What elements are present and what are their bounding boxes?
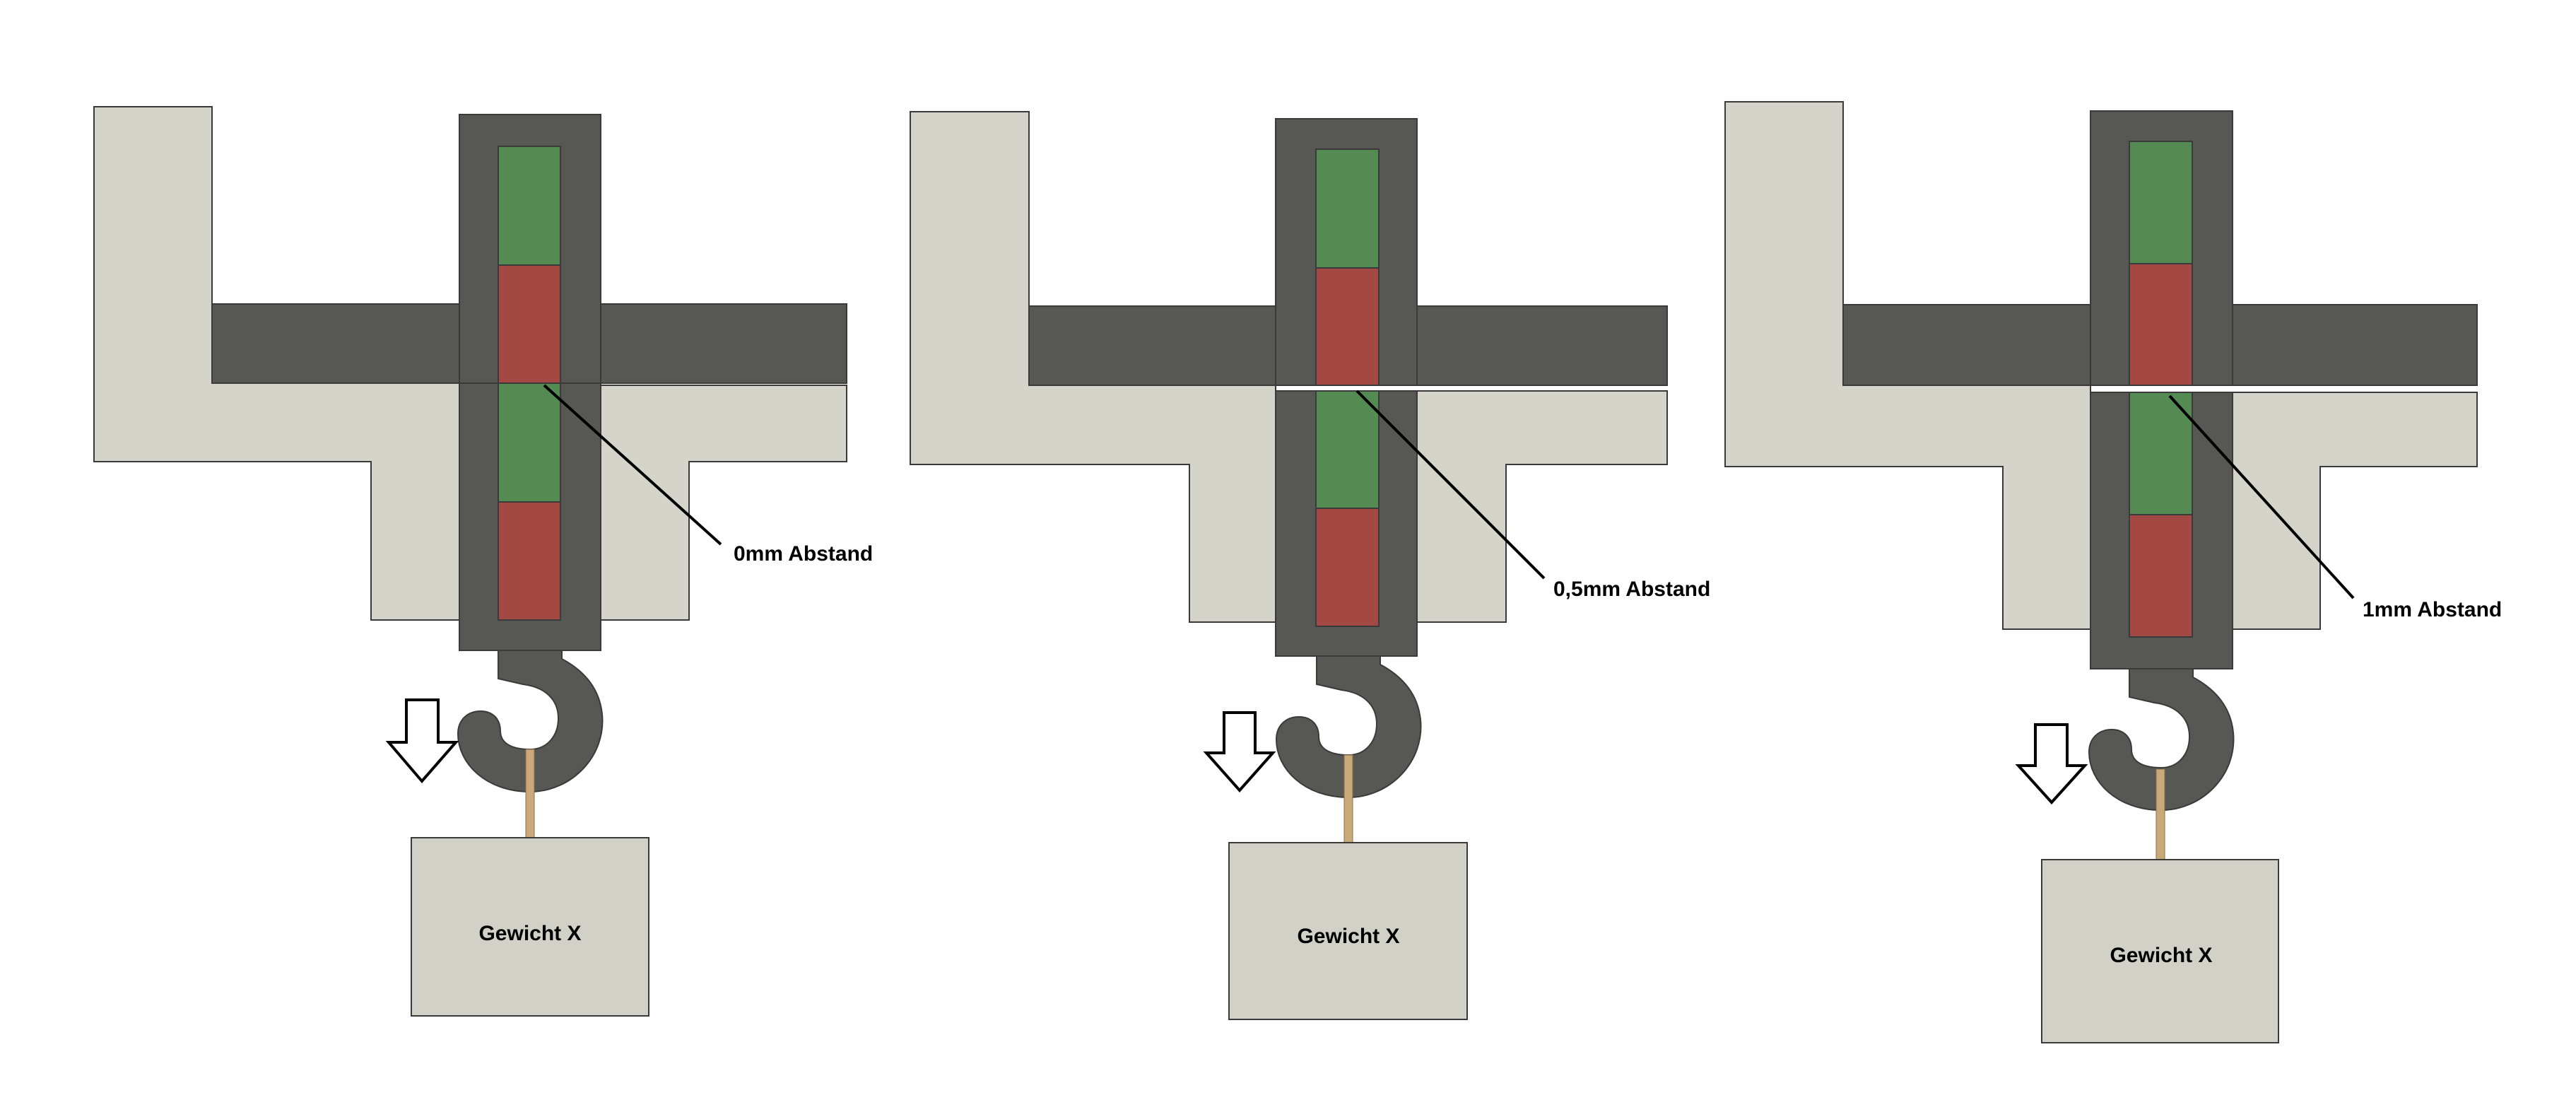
magnet-upper-red bbox=[2129, 263, 2193, 386]
panel-0mm: 0mm Abstand Gewicht X bbox=[93, 106, 873, 1017]
cord bbox=[525, 749, 535, 838]
weight-box bbox=[2041, 859, 2279, 1043]
gap-label: 1mm Abstand bbox=[2363, 598, 2502, 621]
magnet-upper-red bbox=[1315, 267, 1380, 386]
panel-1mm: 1mm Abstand Gewicht X bbox=[1724, 101, 2502, 1043]
weight-label: Gewicht X bbox=[478, 922, 581, 945]
gap-callout-line bbox=[2168, 394, 2355, 599]
panel-0-5mm: 0,5mm Abstand Gewicht X bbox=[910, 111, 1710, 1020]
down-arrow-icon bbox=[2015, 723, 2088, 804]
hook-icon bbox=[2088, 668, 2235, 812]
magnet-lower-green bbox=[498, 382, 561, 503]
gap-callout-line bbox=[543, 384, 722, 546]
hook-icon bbox=[1275, 655, 1422, 799]
hook-icon bbox=[457, 650, 604, 793]
gap-label: 0mm Abstand bbox=[734, 542, 873, 566]
weight-box bbox=[1228, 842, 1468, 1020]
magnet-upper-green bbox=[498, 146, 561, 266]
magnet-upper-green bbox=[2129, 141, 2193, 264]
magnet-lower-green bbox=[1315, 390, 1380, 509]
magnet-upper-red bbox=[498, 264, 561, 384]
magnet-lower-red bbox=[498, 501, 561, 621]
cord bbox=[2156, 768, 2165, 860]
magnet-lower-green bbox=[2129, 392, 2193, 515]
magnet-upper-green bbox=[1315, 148, 1380, 269]
magnet-lower-red bbox=[1315, 508, 1380, 627]
weight-label: Gewicht X bbox=[2110, 944, 2212, 967]
gap-callout-line bbox=[1355, 390, 1546, 580]
down-arrow-icon bbox=[1203, 711, 1276, 793]
down-arrow-icon bbox=[385, 698, 459, 784]
weight-box bbox=[411, 837, 649, 1017]
cord bbox=[1343, 754, 1353, 843]
weight-label: Gewicht X bbox=[1297, 925, 1399, 948]
magnet-lower-red bbox=[2129, 514, 2193, 638]
gap-label: 0,5mm Abstand bbox=[1553, 578, 1710, 601]
